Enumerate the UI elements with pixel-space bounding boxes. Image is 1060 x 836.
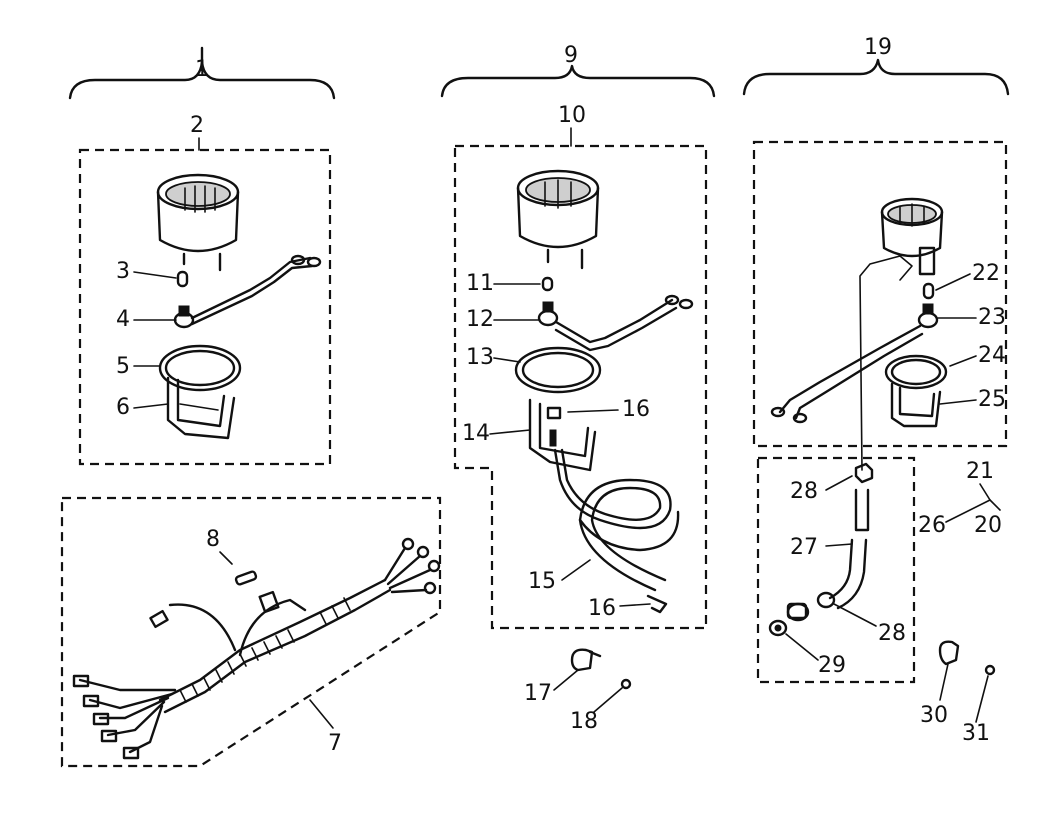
- callout-19: 19: [864, 35, 892, 60]
- bulb-socket-wire-icon: [173, 254, 322, 329]
- callout-3: 3: [116, 259, 130, 284]
- callout-2: 2: [190, 113, 204, 138]
- group-2-box: [78, 148, 332, 466]
- group-19-brace: [742, 58, 1010, 96]
- callout-7: 7: [328, 731, 342, 756]
- callout-5: 5: [116, 354, 130, 379]
- callout-9: 9: [564, 43, 578, 68]
- callout-10: 10: [558, 103, 586, 128]
- callout-16-top: 16: [622, 397, 650, 422]
- callout-20: 20: [974, 513, 1002, 538]
- group-26-box: [756, 456, 916, 684]
- fuse-icon: [234, 570, 258, 586]
- callout-6: 6: [116, 395, 130, 420]
- cable-terminal-icon: [646, 594, 668, 614]
- clamp-icon: [570, 648, 602, 672]
- callout-11: 11: [466, 271, 494, 296]
- callout-24: 24: [978, 343, 1006, 368]
- bulb-icon: [176, 270, 189, 288]
- group-19-box: [752, 140, 1008, 448]
- mounting-ring-icon: [514, 346, 602, 394]
- callout-21: 21: [966, 459, 994, 484]
- callout-8: 8: [206, 527, 220, 552]
- trim-gauge-icon: [880, 197, 944, 276]
- callout-26: 26: [918, 513, 946, 538]
- callout-17: 17: [524, 681, 552, 706]
- mounting-bracket-icon: [890, 382, 942, 428]
- callout-1: 1: [195, 57, 209, 82]
- washer-icon: [768, 619, 788, 637]
- callout-28-bottom: 28: [878, 621, 906, 646]
- mounting-ring-icon: [884, 354, 948, 390]
- cable-coil-icon: [553, 448, 680, 592]
- fitting-icon: [786, 591, 836, 622]
- callout-22: 22: [972, 261, 1000, 286]
- callout-29: 29: [818, 653, 846, 678]
- callout-27: 27: [790, 535, 818, 560]
- wiring-harness-icon: [72, 537, 441, 760]
- callout-18: 18: [570, 709, 598, 734]
- screw-icon: [984, 664, 996, 676]
- callout-23: 23: [978, 305, 1006, 330]
- hose-icon: [828, 538, 868, 610]
- mounting-ring-icon: [158, 344, 242, 392]
- callout-28-top: 28: [790, 479, 818, 504]
- callout-13: 13: [466, 345, 494, 370]
- callout-16-bottom: 16: [588, 596, 616, 621]
- group-9-brace: [440, 64, 716, 98]
- group-10-box: [453, 144, 708, 630]
- callout-30: 30: [920, 703, 948, 728]
- bulb-socket-wire-icon: [537, 294, 694, 352]
- clamp-icon: [938, 640, 960, 666]
- group-1-brace: [68, 46, 336, 100]
- callout-15: 15: [528, 569, 556, 594]
- screw-icon: [620, 678, 632, 690]
- callout-31: 31: [962, 721, 990, 746]
- hose-fitting-icon: [854, 462, 874, 532]
- callout-14: 14: [462, 421, 490, 446]
- group-7-box: [60, 496, 442, 768]
- bulb-icon: [541, 276, 554, 292]
- bulb-socket-wire-icon: [770, 303, 939, 424]
- callout-4: 4: [116, 307, 130, 332]
- mounting-bracket-icon: [166, 376, 236, 440]
- callout-12: 12: [466, 307, 494, 332]
- callout-25: 25: [978, 387, 1006, 412]
- tachometer-gauge-icon: [516, 169, 600, 270]
- speedometer-gauge-icon: [156, 173, 240, 272]
- bulb-icon: [922, 282, 935, 300]
